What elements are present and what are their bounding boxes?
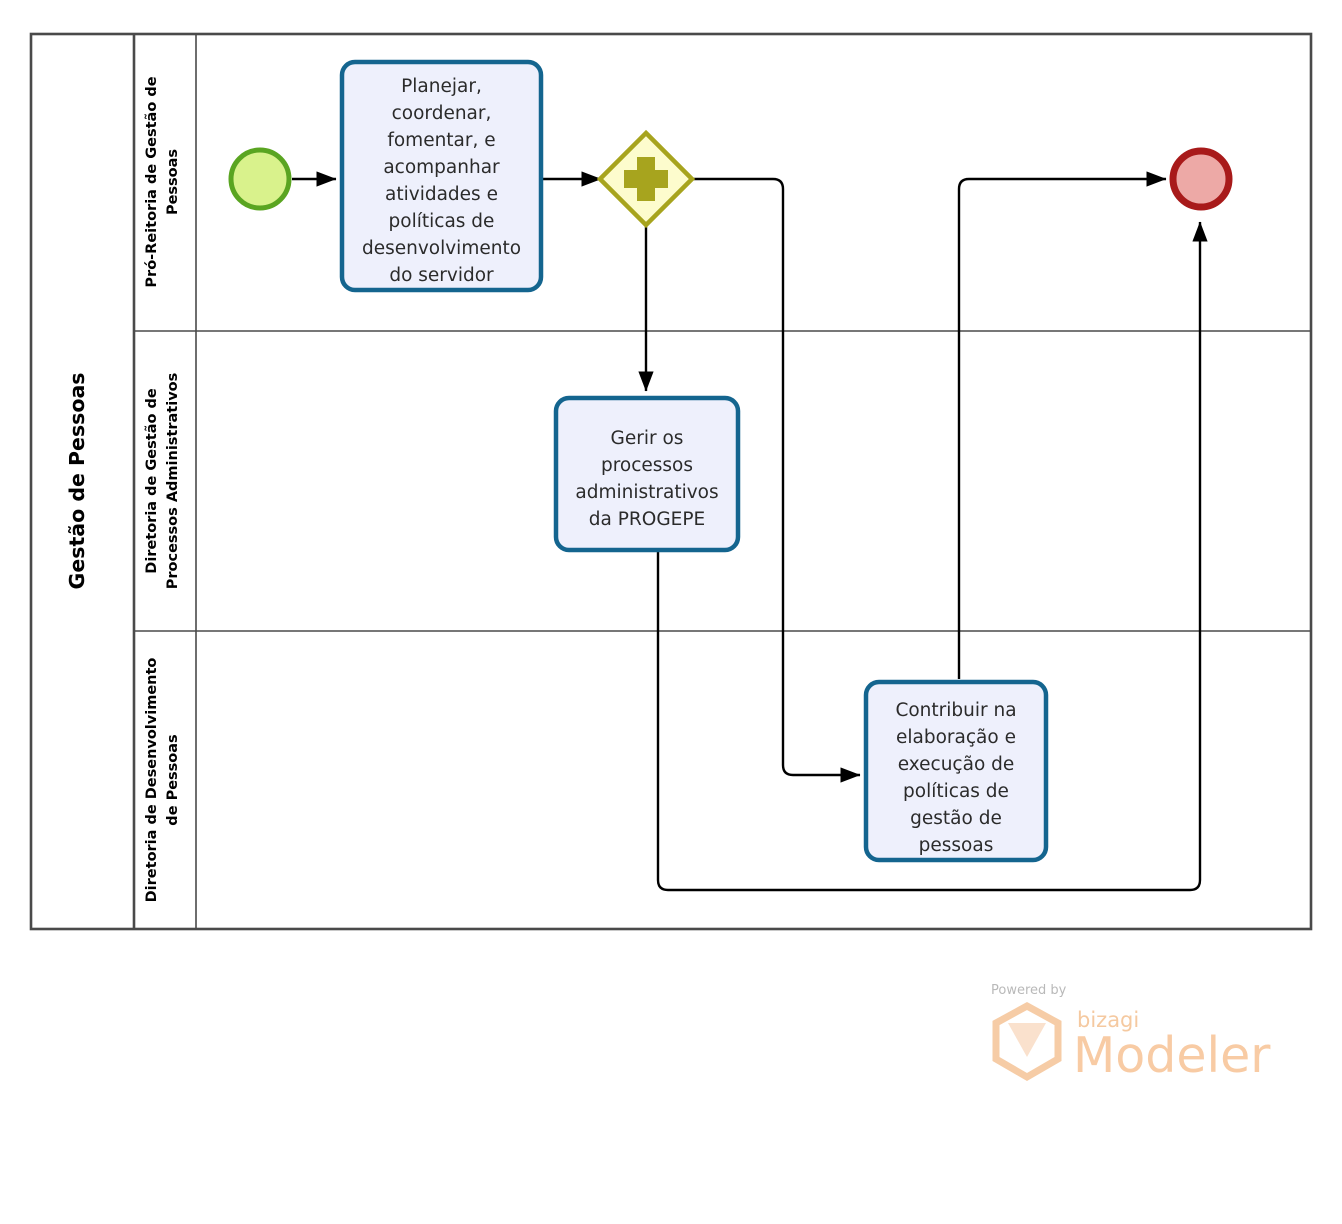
lane-3[interactable]: Diretoria de Desenvolvimento de Pessoas: [144, 631, 197, 929]
watermark-powered-by: Powered by: [991, 983, 1067, 998]
lane-2[interactable]: Diretoria de Gestão de Processos Adminis…: [134, 331, 1311, 632]
lane-3-label-line2: de Pessoas: [165, 734, 181, 825]
flow-contribuir-to-end[interactable]: [957, 171, 1167, 679]
lane-1-label-line2: Pessoas: [165, 149, 181, 215]
lane-2-label-line2: Processos Administrativos: [165, 373, 181, 590]
flow-gateway-to-contribuir[interactable]: [691, 177, 861, 783]
bizagi-watermark: Powered by bizagi Modeler: [991, 983, 1271, 1084]
start-event[interactable]: [228, 147, 292, 211]
pool-label: Gestão de Pessoas: [65, 373, 89, 590]
plus-icon: [624, 157, 668, 201]
lane-1[interactable]: Pró-Reitoria de Gestão de Pessoas: [0, 0, 1311, 332]
watermark-product: Modeler: [1073, 1027, 1271, 1084]
lane-2-label-line1: Diretoria de Gestão de: [144, 388, 160, 574]
watermark-brand: bizagi: [1077, 1008, 1139, 1032]
parallel-gateway[interactable]: [596, 129, 696, 229]
flow-gerir-to-end[interactable]: [656, 221, 1208, 892]
lane-1-label-line1: Pró-Reitoria de Gestão de: [144, 76, 160, 287]
lane-3-label-line1: Diretoria de Desenvolvimento: [144, 658, 160, 903]
end-event[interactable]: [1169, 147, 1233, 211]
bizagi-hexagon-logo: [992, 1002, 1062, 1082]
sequence-flows: [292, 171, 1208, 892]
